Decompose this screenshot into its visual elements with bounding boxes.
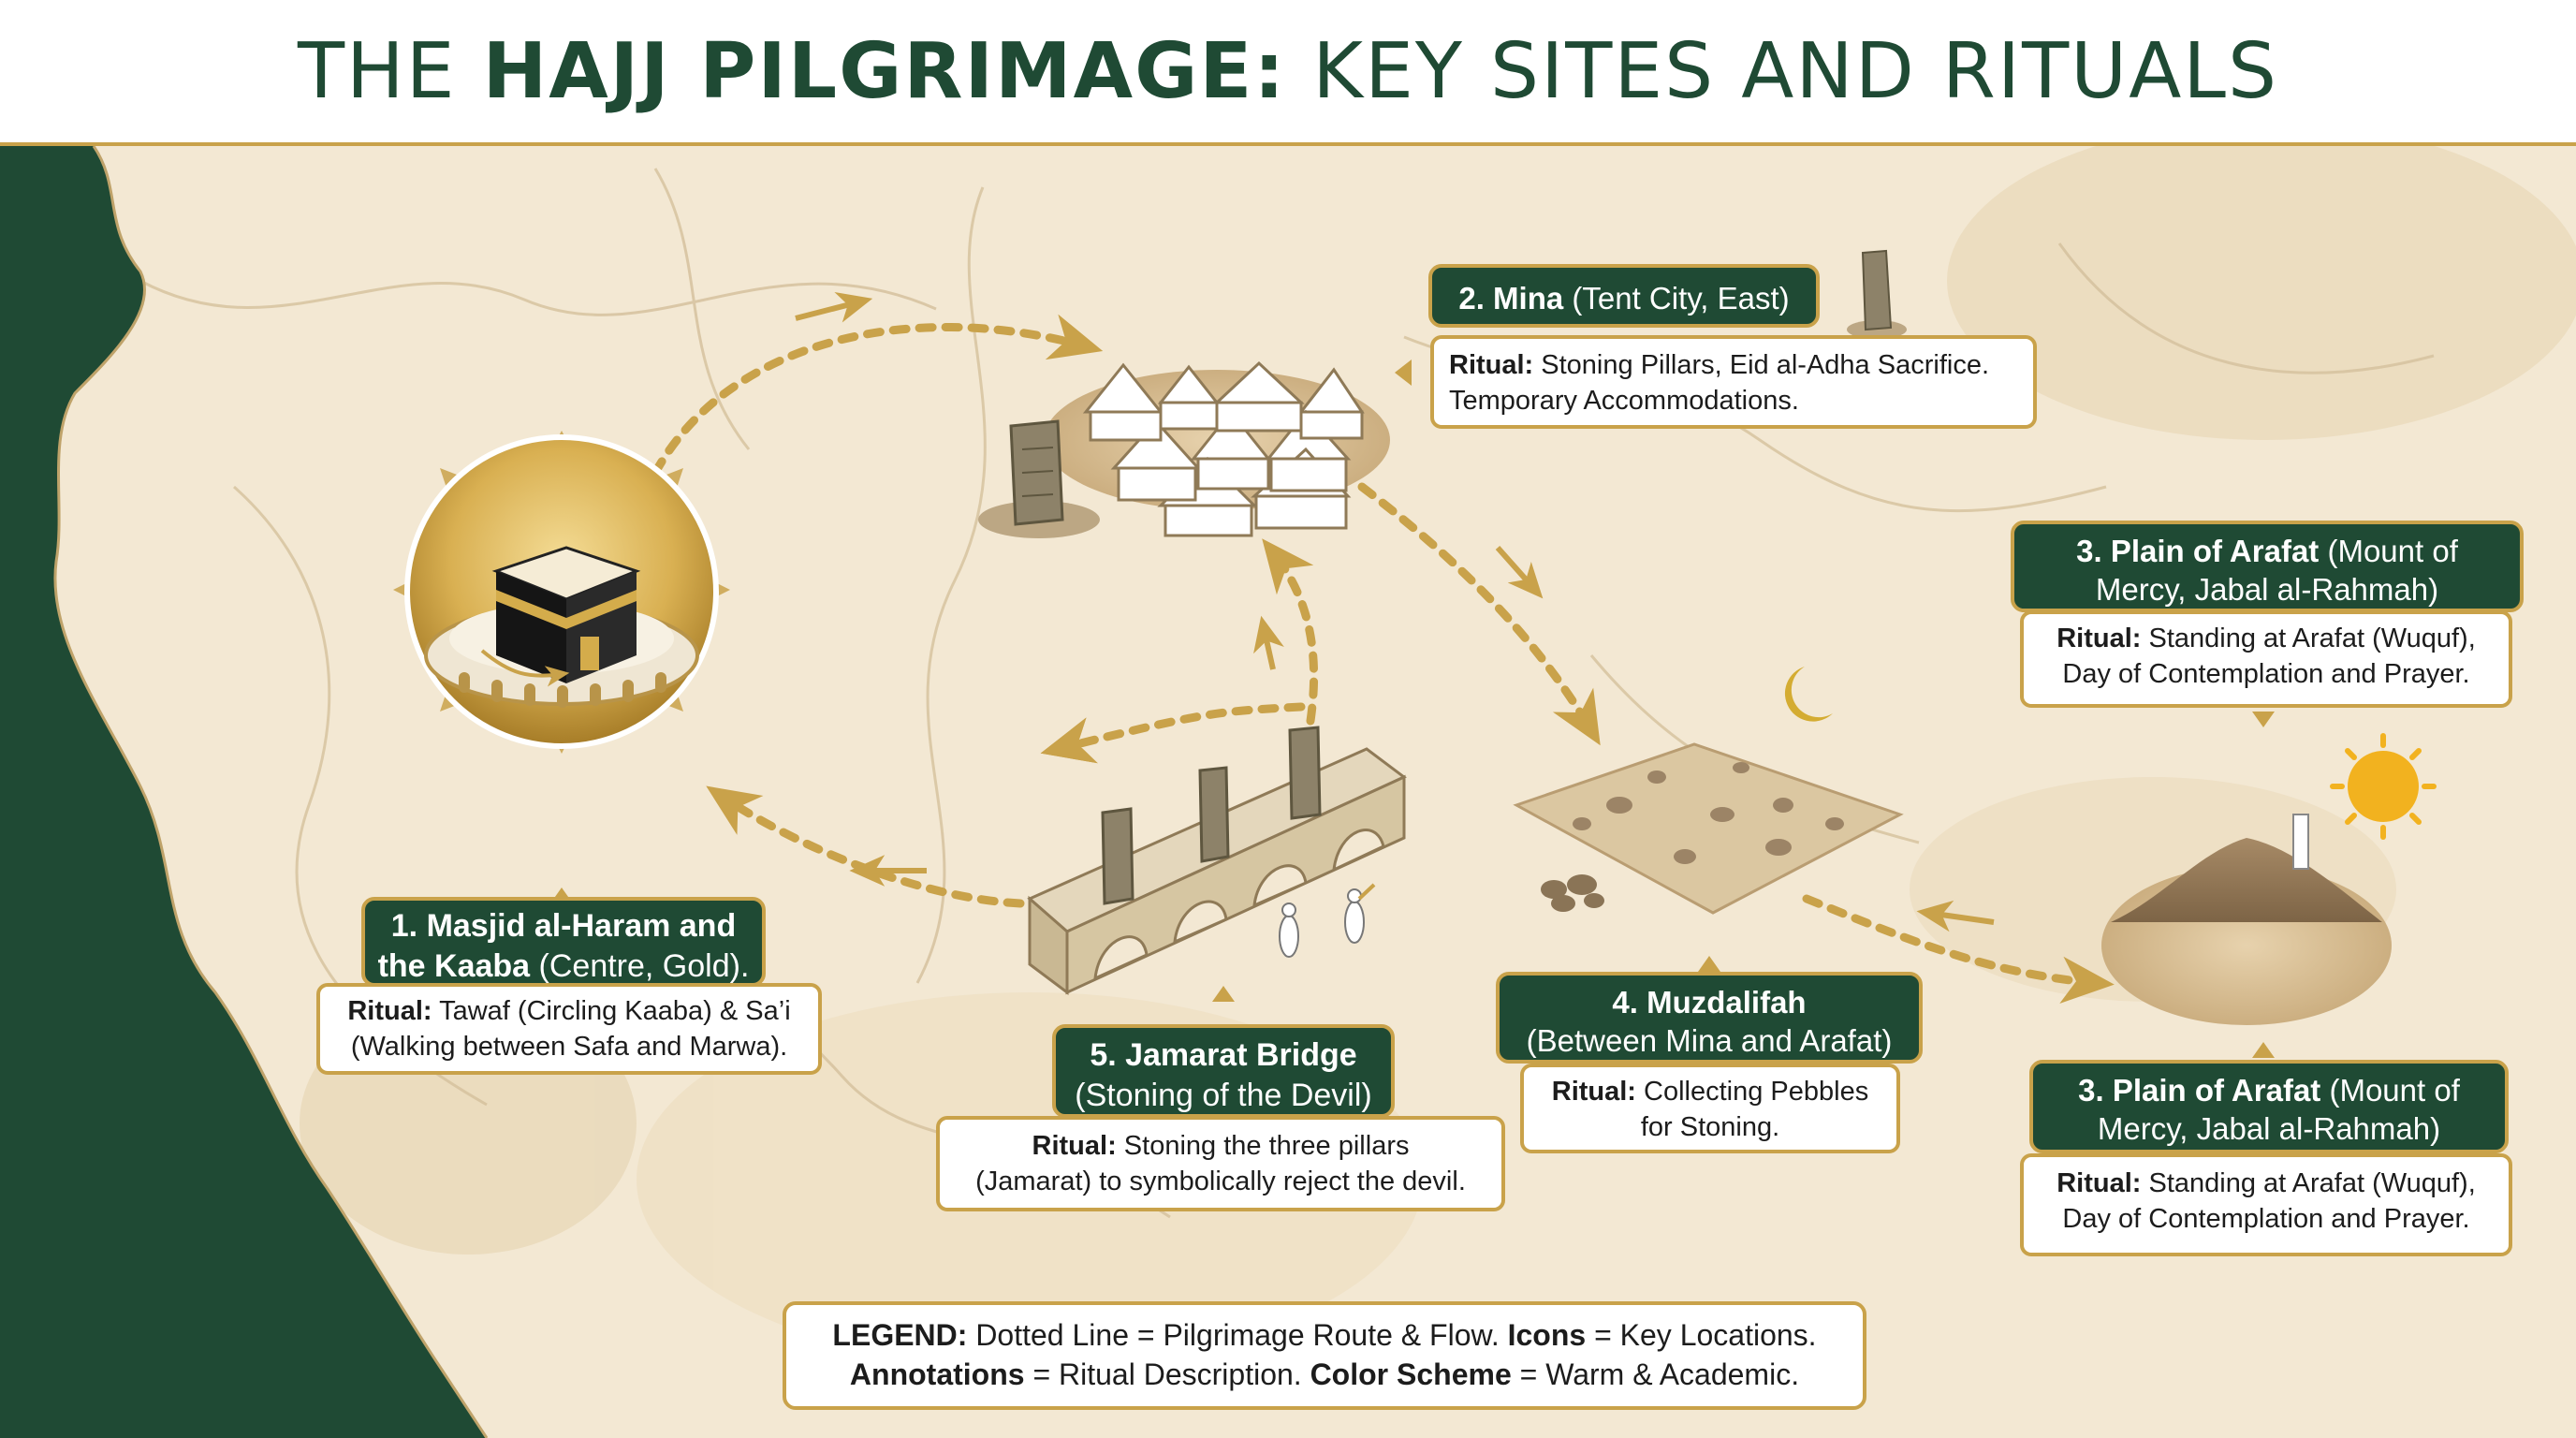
mountain-icon [2101, 814, 2392, 1025]
title-part3: KEY SITES AND RITUALS [1286, 26, 2279, 116]
title-part2: HAJJ PILGRIMAGE: [482, 26, 1287, 116]
mina-ritual-description: Ritual: Stoning Pillars, Eid al-Adha Sac… [1430, 335, 2037, 429]
kaaba-name-label: 1. Masjid al-Haram and the Kaaba (Centre… [361, 897, 766, 987]
tent-city-icon [1044, 360, 1390, 537]
arafat-top-name-label: 3. Plain of Arafat (Mount of Mercy, Jaba… [2011, 521, 2524, 612]
mina-name-label: 2. Mina (Tent City, East) [1428, 264, 1820, 328]
muzdalifah-ritual-description: Ritual: Collecting Pebbles for Stoning. [1520, 1064, 1900, 1153]
coastline-sea [0, 146, 487, 1438]
legend: LEGEND: Dotted Line = Pilgrimage Route &… [783, 1301, 1866, 1410]
sun-icon [2330, 733, 2437, 840]
title-part1: THE [297, 26, 483, 116]
jamarat-name-label: 5. Jamarat Bridge (Stoning of the Devil) [1052, 1024, 1395, 1118]
jamarat-ritual-description: Ritual: Stoning the three pillars (Jamar… [936, 1116, 1505, 1211]
arafat-bottom-ritual-description: Ritual: Standing at Arafat (Wuquf), Day … [2020, 1153, 2512, 1256]
arafat-bottom-name-label: 3. Plain of Arafat (Mount of Mercy, Jaba… [2029, 1060, 2509, 1153]
crescent-moon-icon [1784, 667, 1833, 722]
arafat-top-ritual-description: Ritual: Standing at Arafat (Wuquf), Day … [2020, 610, 2512, 708]
pillar-icon-mina-label [1847, 249, 1907, 339]
coastline-edge [53, 146, 489, 1438]
kaaba-icon [393, 431, 730, 754]
muzdalifah-name-label: 4. Muzdalifah (Between Mina and Arafat) [1496, 972, 1923, 1064]
pebbles-icon [1513, 742, 1904, 915]
page-title: THE HAJJ PILGRIMAGE: KEY SITES AND RITUA… [298, 27, 2278, 116]
pillar-icon [978, 419, 1100, 538]
bridge-icon [1027, 726, 1407, 995]
route-arrow-heads [795, 292, 1995, 932]
kaaba-ritual-description: Ritual: Tawaf (Circling Kaaba) & Sa’i (W… [316, 983, 822, 1075]
header: THE HAJJ PILGRIMAGE: KEY SITES AND RITUA… [0, 0, 2576, 146]
